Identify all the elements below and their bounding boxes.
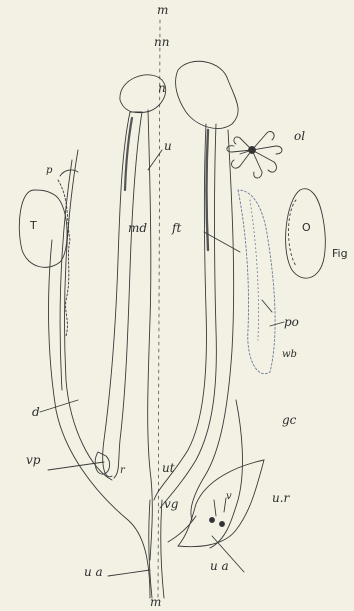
label-r: r bbox=[120, 466, 125, 476]
label-ut: ut bbox=[162, 462, 175, 474]
label-T: T bbox=[30, 220, 37, 231]
label-u: u bbox=[164, 140, 172, 152]
label-po: po bbox=[284, 316, 299, 328]
label-ol: ol bbox=[294, 130, 305, 142]
right-duct-ft bbox=[154, 124, 206, 500]
label-ua-left: u a bbox=[84, 566, 103, 578]
right-vas bbox=[191, 130, 234, 520]
label-wb: wb bbox=[282, 350, 297, 360]
label-md: md bbox=[128, 222, 147, 234]
label-m-bottom: m bbox=[150, 596, 161, 608]
label-p: p bbox=[46, 166, 52, 176]
bottom-right-sac bbox=[178, 460, 264, 547]
label-n: n bbox=[158, 82, 166, 94]
label-O: O bbox=[302, 222, 311, 233]
label-ft: ft bbox=[172, 222, 181, 234]
label-fig: Fig bbox=[332, 248, 348, 259]
ol-star-structure bbox=[227, 132, 282, 178]
label-m-top: m bbox=[157, 4, 168, 16]
label-gc: gc bbox=[282, 414, 296, 426]
label-vg: vg bbox=[164, 498, 178, 510]
right-gland-po bbox=[238, 190, 275, 374]
label-vp: vp bbox=[26, 454, 40, 466]
label-ua-right: u a bbox=[210, 560, 229, 572]
median-line bbox=[158, 20, 160, 600]
right-head-lobe bbox=[176, 61, 239, 128]
label-nn: nn bbox=[154, 36, 169, 48]
label-v: v bbox=[226, 492, 232, 502]
label-d: d bbox=[32, 406, 40, 418]
label-ur: u.r bbox=[272, 492, 289, 504]
left-testis-T bbox=[19, 190, 67, 267]
central-left-duct bbox=[148, 110, 153, 560]
